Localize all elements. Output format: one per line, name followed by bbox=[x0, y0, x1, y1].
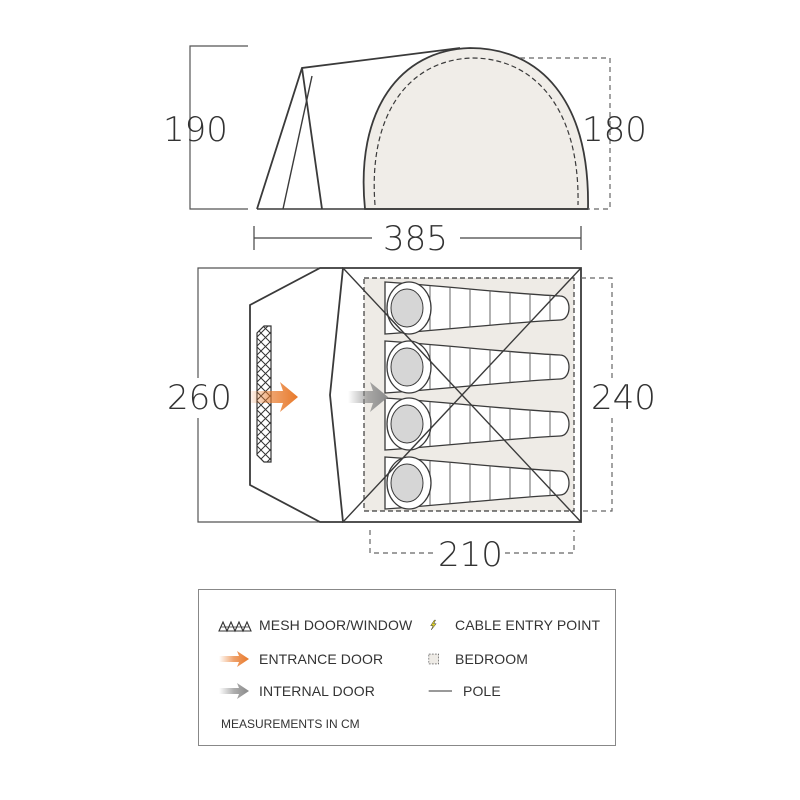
mesh-icon bbox=[218, 620, 252, 633]
dimension-line-210 bbox=[369, 530, 575, 554]
legend-item-entrance: ENTRANCE DOOR bbox=[217, 650, 383, 668]
dome-outline bbox=[362, 47, 589, 210]
sleeping-bag bbox=[384, 397, 570, 451]
label-260: 260 bbox=[167, 378, 232, 418]
legend-label-internal: INTERNAL DOOR bbox=[259, 683, 375, 699]
dashed-square-icon bbox=[428, 653, 439, 665]
dimension-line-190 bbox=[189, 45, 248, 210]
label-240: 240 bbox=[591, 378, 656, 418]
label-180: 180 bbox=[582, 110, 647, 150]
dimension-line-240 bbox=[581, 277, 613, 512]
lightning-icon bbox=[430, 619, 437, 631]
dome-inner-dashed bbox=[373, 57, 579, 206]
measurement-note: MEASUREMENTS IN CM bbox=[221, 717, 360, 731]
legend-item-pole: POLE bbox=[427, 682, 501, 700]
porch-pole bbox=[301, 67, 323, 210]
porch-door-line bbox=[282, 75, 313, 210]
label-385: 385 bbox=[383, 219, 448, 259]
legend-item-internal: INTERNAL DOOR bbox=[217, 682, 375, 700]
legend-item-bedroom: BEDROOM bbox=[427, 650, 528, 668]
side-view: 190 180 385 bbox=[163, 45, 647, 259]
dimension-line-385 bbox=[253, 226, 582, 250]
internal-arrow bbox=[348, 382, 388, 412]
sleeping-bag bbox=[384, 281, 570, 335]
label-190: 190 bbox=[163, 110, 228, 150]
legend-label-pole: POLE bbox=[463, 683, 501, 699]
sleeping-bags bbox=[384, 281, 570, 510]
legend-label-mesh: MESH DOOR/WINDOW bbox=[259, 617, 413, 633]
grey-arrow-icon bbox=[219, 683, 249, 699]
sleeping-bag bbox=[384, 340, 570, 394]
legend-item-cable: CABLE ENTRY POINT bbox=[427, 616, 600, 634]
legend-label-cable: CABLE ENTRY POINT bbox=[455, 617, 601, 633]
line-icon bbox=[428, 690, 452, 692]
orange-arrow-icon bbox=[219, 651, 249, 667]
legend-label-entrance: ENTRANCE DOOR bbox=[259, 651, 384, 667]
dimension-line-260 bbox=[197, 267, 330, 523]
legend-label-bedroom: BEDROOM bbox=[455, 651, 529, 667]
legend-box: MESH DOOR/WINDOW ENTRANCE DOOR INTERNAL … bbox=[198, 589, 616, 746]
floor-plan: 260 240 210 bbox=[167, 267, 656, 575]
pole-2 bbox=[342, 267, 582, 523]
sleeping-bag bbox=[384, 456, 570, 510]
legend-item-mesh: MESH DOOR/WINDOW bbox=[217, 616, 412, 634]
dimension-line-180 bbox=[520, 57, 611, 210]
label-210: 210 bbox=[438, 535, 503, 575]
entrance-arrow bbox=[248, 382, 298, 412]
